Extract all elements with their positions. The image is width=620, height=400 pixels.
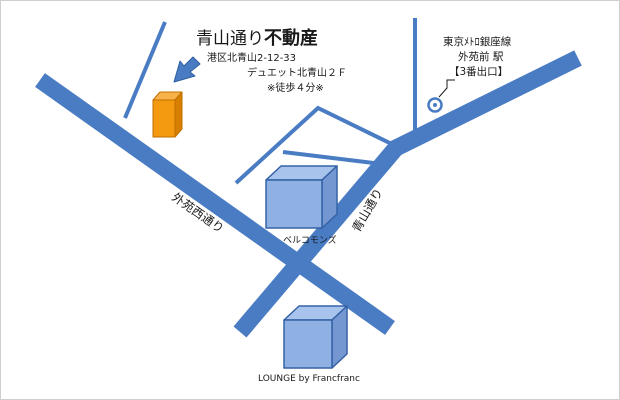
station-exit: 【3番出口】 bbox=[449, 65, 508, 78]
shop-address: 港区北青山2-12-33 bbox=[207, 51, 296, 64]
shop-building-side bbox=[174, 91, 183, 138]
road-gaien-nishi bbox=[35, 73, 395, 335]
building-bellcommons-front bbox=[265, 179, 323, 229]
station-line: 東京ﾒﾄﾛ銀座線 bbox=[443, 35, 512, 48]
side-street-north-west bbox=[123, 21, 167, 119]
shop-building-front bbox=[152, 99, 176, 138]
road-aoyama bbox=[233, 50, 582, 338]
shop-building-name: デュエット北青山２Ｆ bbox=[247, 66, 347, 79]
side-street-block-north bbox=[234, 105, 401, 185]
station-ring-icon bbox=[427, 97, 443, 113]
arrow-down-left-icon bbox=[173, 56, 201, 83]
station-name: 外苑前 駅 bbox=[458, 50, 504, 63]
shop-name: 青山通り不動産 bbox=[196, 27, 318, 49]
landmark-label-lounge: LOUNGE by Francfranc bbox=[258, 374, 360, 384]
building-lounge-front bbox=[283, 319, 333, 369]
building-lounge bbox=[283, 305, 348, 369]
landmark-label-bellcommons: ベルコモンズ bbox=[283, 234, 337, 246]
building-bellcommons bbox=[265, 165, 338, 229]
shop-walk-time: ※徒歩４分※ bbox=[267, 81, 324, 94]
side-streets bbox=[123, 18, 417, 185]
main-roads bbox=[35, 50, 582, 338]
station-leader-line bbox=[438, 79, 455, 98]
side-street-block-inner bbox=[282, 150, 383, 166]
shop-building bbox=[152, 91, 183, 138]
